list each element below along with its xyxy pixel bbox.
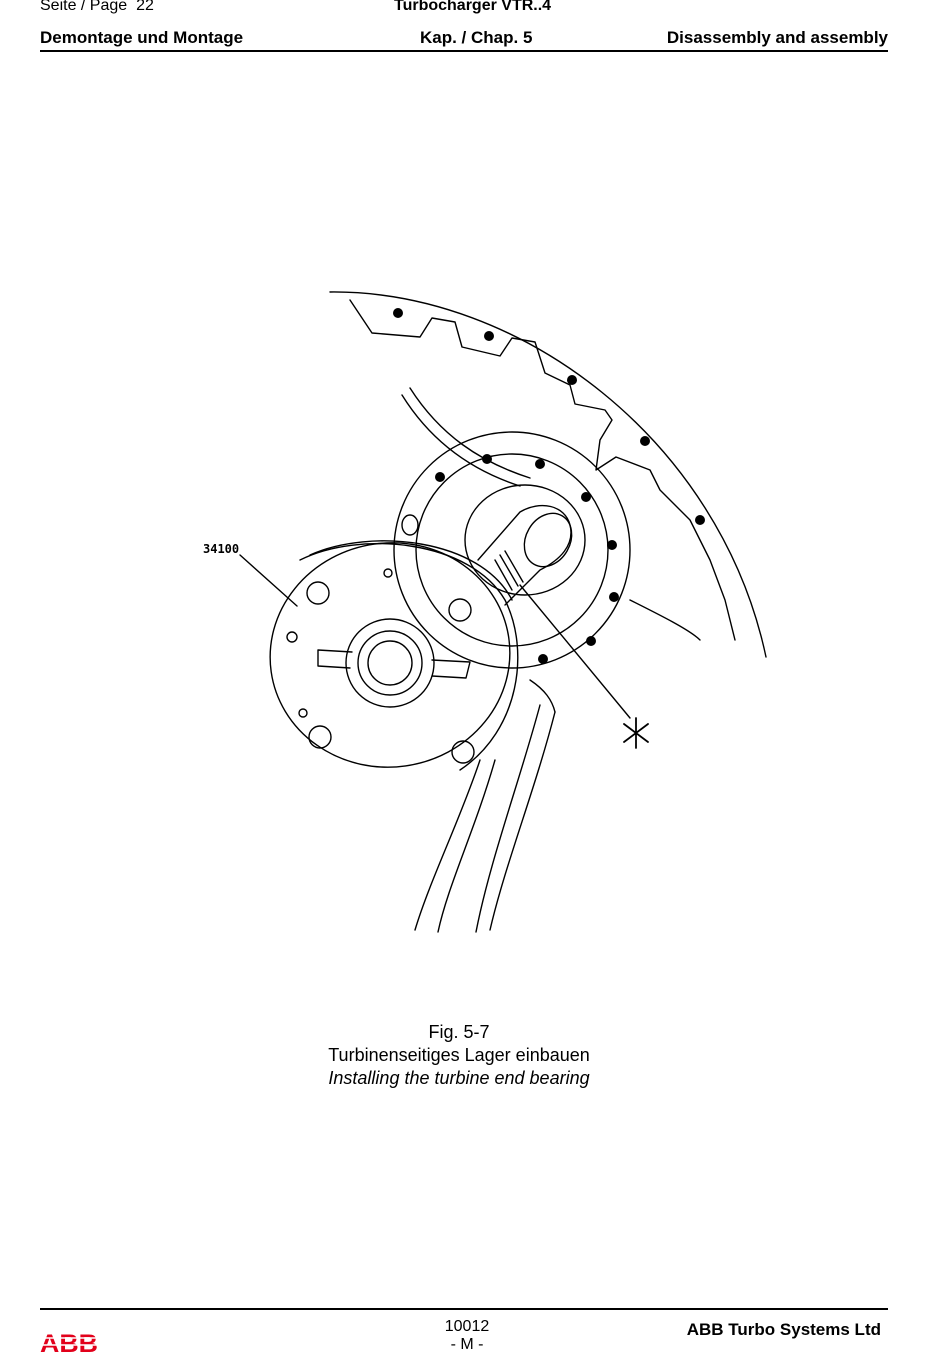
casing-wall-upper-2 — [409, 387, 531, 479]
section-title-en: Disassembly and assembly — [666, 28, 888, 47]
figure-number: Fig. 5-7 — [428, 1022, 490, 1042]
section-title-de: Demontage und Montage — [40, 28, 244, 47]
bearing-outer-race — [345, 618, 435, 708]
header-rule — [40, 50, 888, 52]
chapter-label: Kap. / Chap. 5 — [420, 28, 533, 47]
page-number: 22 — [136, 0, 154, 14]
flange-bolt-3 — [581, 492, 591, 502]
slot-right — [431, 659, 471, 679]
flange-bolt-6 — [586, 636, 596, 646]
flange-bolt-5 — [609, 592, 619, 602]
cover-hole-top-left — [306, 581, 330, 605]
footer-rule — [40, 1308, 888, 1310]
bearing-cover-rim — [299, 542, 519, 771]
figure-caption-de: Turbinenseitiges Lager einbauen — [328, 1045, 590, 1065]
slot-left — [317, 649, 353, 669]
document-number: 10012 — [444, 1318, 490, 1335]
lower-strut-3 — [475, 704, 541, 933]
shaft-thread — [494, 550, 524, 591]
lower-strut-joint — [529, 679, 556, 713]
revision-code: - M - — [450, 1336, 484, 1353]
casing-bolt-3 — [567, 375, 577, 385]
figure-caption-en: Installing the turbine end bearing — [328, 1068, 590, 1088]
cover-pin-left — [286, 631, 298, 643]
flange-bolt-8 — [435, 472, 445, 482]
company-name: ABB Turbo Systems Ltd — [686, 1320, 881, 1339]
bearing-inner-race — [357, 630, 423, 696]
flange-outer-ring — [393, 431, 631, 669]
cover-pin-bottom — [298, 708, 308, 718]
casing-wall-upper — [401, 394, 521, 487]
page-indicator: Seite / Page 22 — [40, 0, 154, 15]
page-label: Seite / Page — [40, 0, 128, 14]
part-leader-line — [239, 554, 298, 607]
asterisk-marker — [623, 717, 649, 749]
bearing-bore — [367, 640, 413, 686]
bearing-cover-rim-inner — [309, 540, 513, 601]
lower-strut-2 — [437, 759, 496, 933]
cover-pin-top — [383, 568, 393, 578]
casing-inner-contour — [349, 299, 736, 641]
flange-inner-ring — [415, 453, 609, 647]
flange-bolt-2 — [535, 459, 545, 469]
marker-leader-line — [519, 584, 631, 719]
casing-bolt-5 — [695, 515, 705, 525]
cover-hole-bottom-left — [308, 725, 332, 749]
casing-wall-right — [629, 599, 701, 641]
casing-bolt-4 — [640, 436, 650, 446]
lower-strut-1 — [414, 759, 481, 931]
casing-bolt-1 — [393, 308, 403, 318]
shaft-end — [523, 512, 573, 568]
flange-bolt-4 — [607, 540, 617, 550]
flange-bolt-7 — [538, 654, 548, 664]
part-number-label: 34100 — [203, 542, 239, 556]
cover-hole-bottom-right — [451, 740, 475, 764]
abb-logo: ABB — [40, 1330, 100, 1356]
bearing-cover-face — [269, 542, 511, 768]
casing-bolt-2 — [484, 331, 494, 341]
flange-bolt-1 — [482, 454, 492, 464]
casing-outer-arc — [329, 291, 767, 658]
bearing-seat — [464, 484, 586, 596]
lower-strut-4 — [489, 711, 556, 931]
flange-pin — [401, 514, 419, 536]
cover-hole-top-right — [448, 598, 472, 622]
document-title: Turbocharger VTR..4 — [394, 0, 552, 14]
abb-logo-text: ABB — [40, 1330, 98, 1356]
